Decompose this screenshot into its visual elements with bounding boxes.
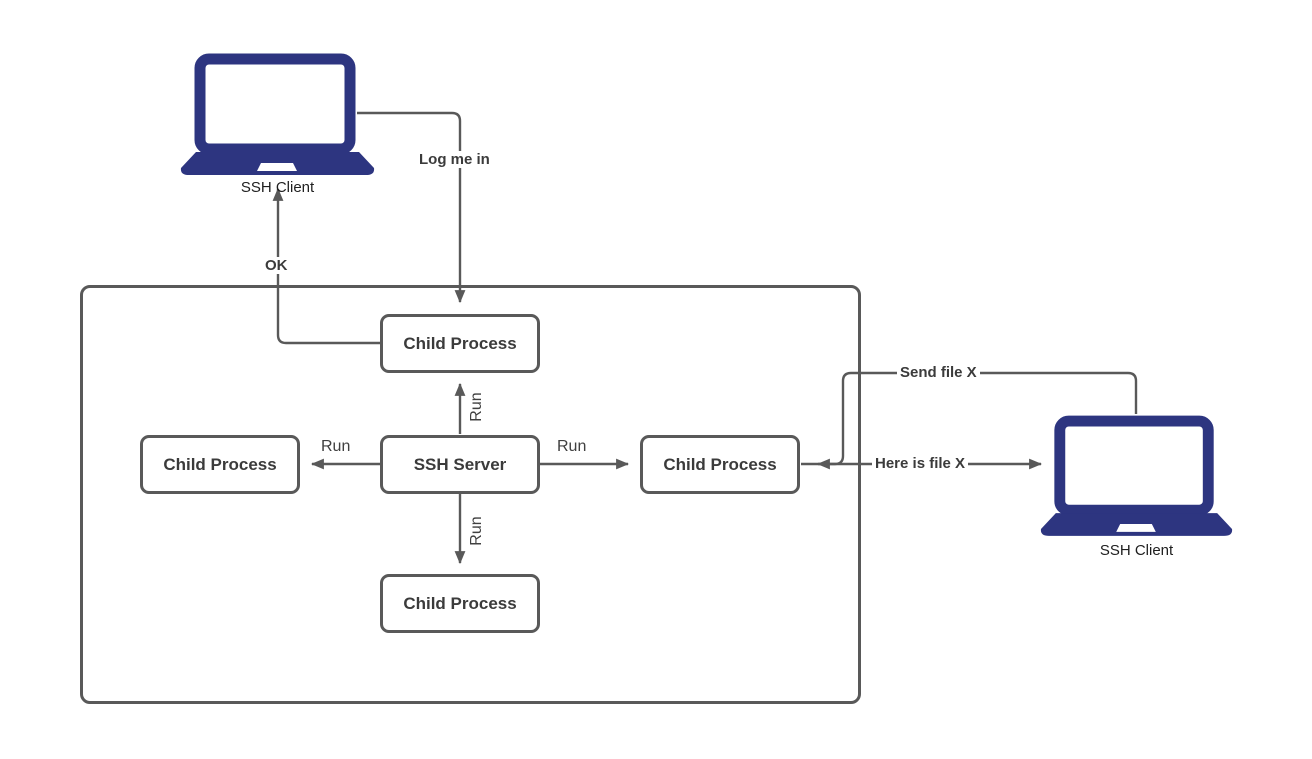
label-ssh-client-left: SSH Client — [240, 179, 315, 196]
edge-log-me-in — [357, 111, 466, 304]
node-child-process-right: Child Process — [640, 435, 800, 494]
edge-label-log-me-in: Log me in — [416, 151, 493, 168]
node-child-process-left: Child Process — [140, 435, 300, 494]
edge-label-run-top: Run — [468, 392, 485, 422]
node-child-process-top: Child Process — [380, 314, 540, 373]
edge-label-run-bottom: Run — [468, 516, 485, 546]
laptop-icon-right — [1040, 415, 1233, 536]
edge-label-ok: OK — [262, 257, 291, 274]
node-child-process-bottom: Child Process — [380, 574, 540, 633]
laptop-icon-left — [180, 53, 375, 175]
edge-label-run-bottom-wrap: Run — [467, 508, 487, 554]
edge-label-run-left: Run — [321, 438, 351, 455]
server-boundary-box — [80, 285, 861, 704]
edge-label-run-top-wrap: Run — [467, 384, 487, 430]
edge-ok — [272, 187, 380, 345]
edge-label-here-is-file: Here is file X — [872, 455, 969, 472]
node-ssh-server: SSH Server — [380, 435, 540, 494]
edge-send-file — [816, 371, 1138, 470]
edge-label-send-file: Send file X — [897, 364, 980, 381]
edge-label-run-right: Run — [557, 438, 587, 455]
label-ssh-client-right: SSH Client — [1099, 542, 1174, 559]
